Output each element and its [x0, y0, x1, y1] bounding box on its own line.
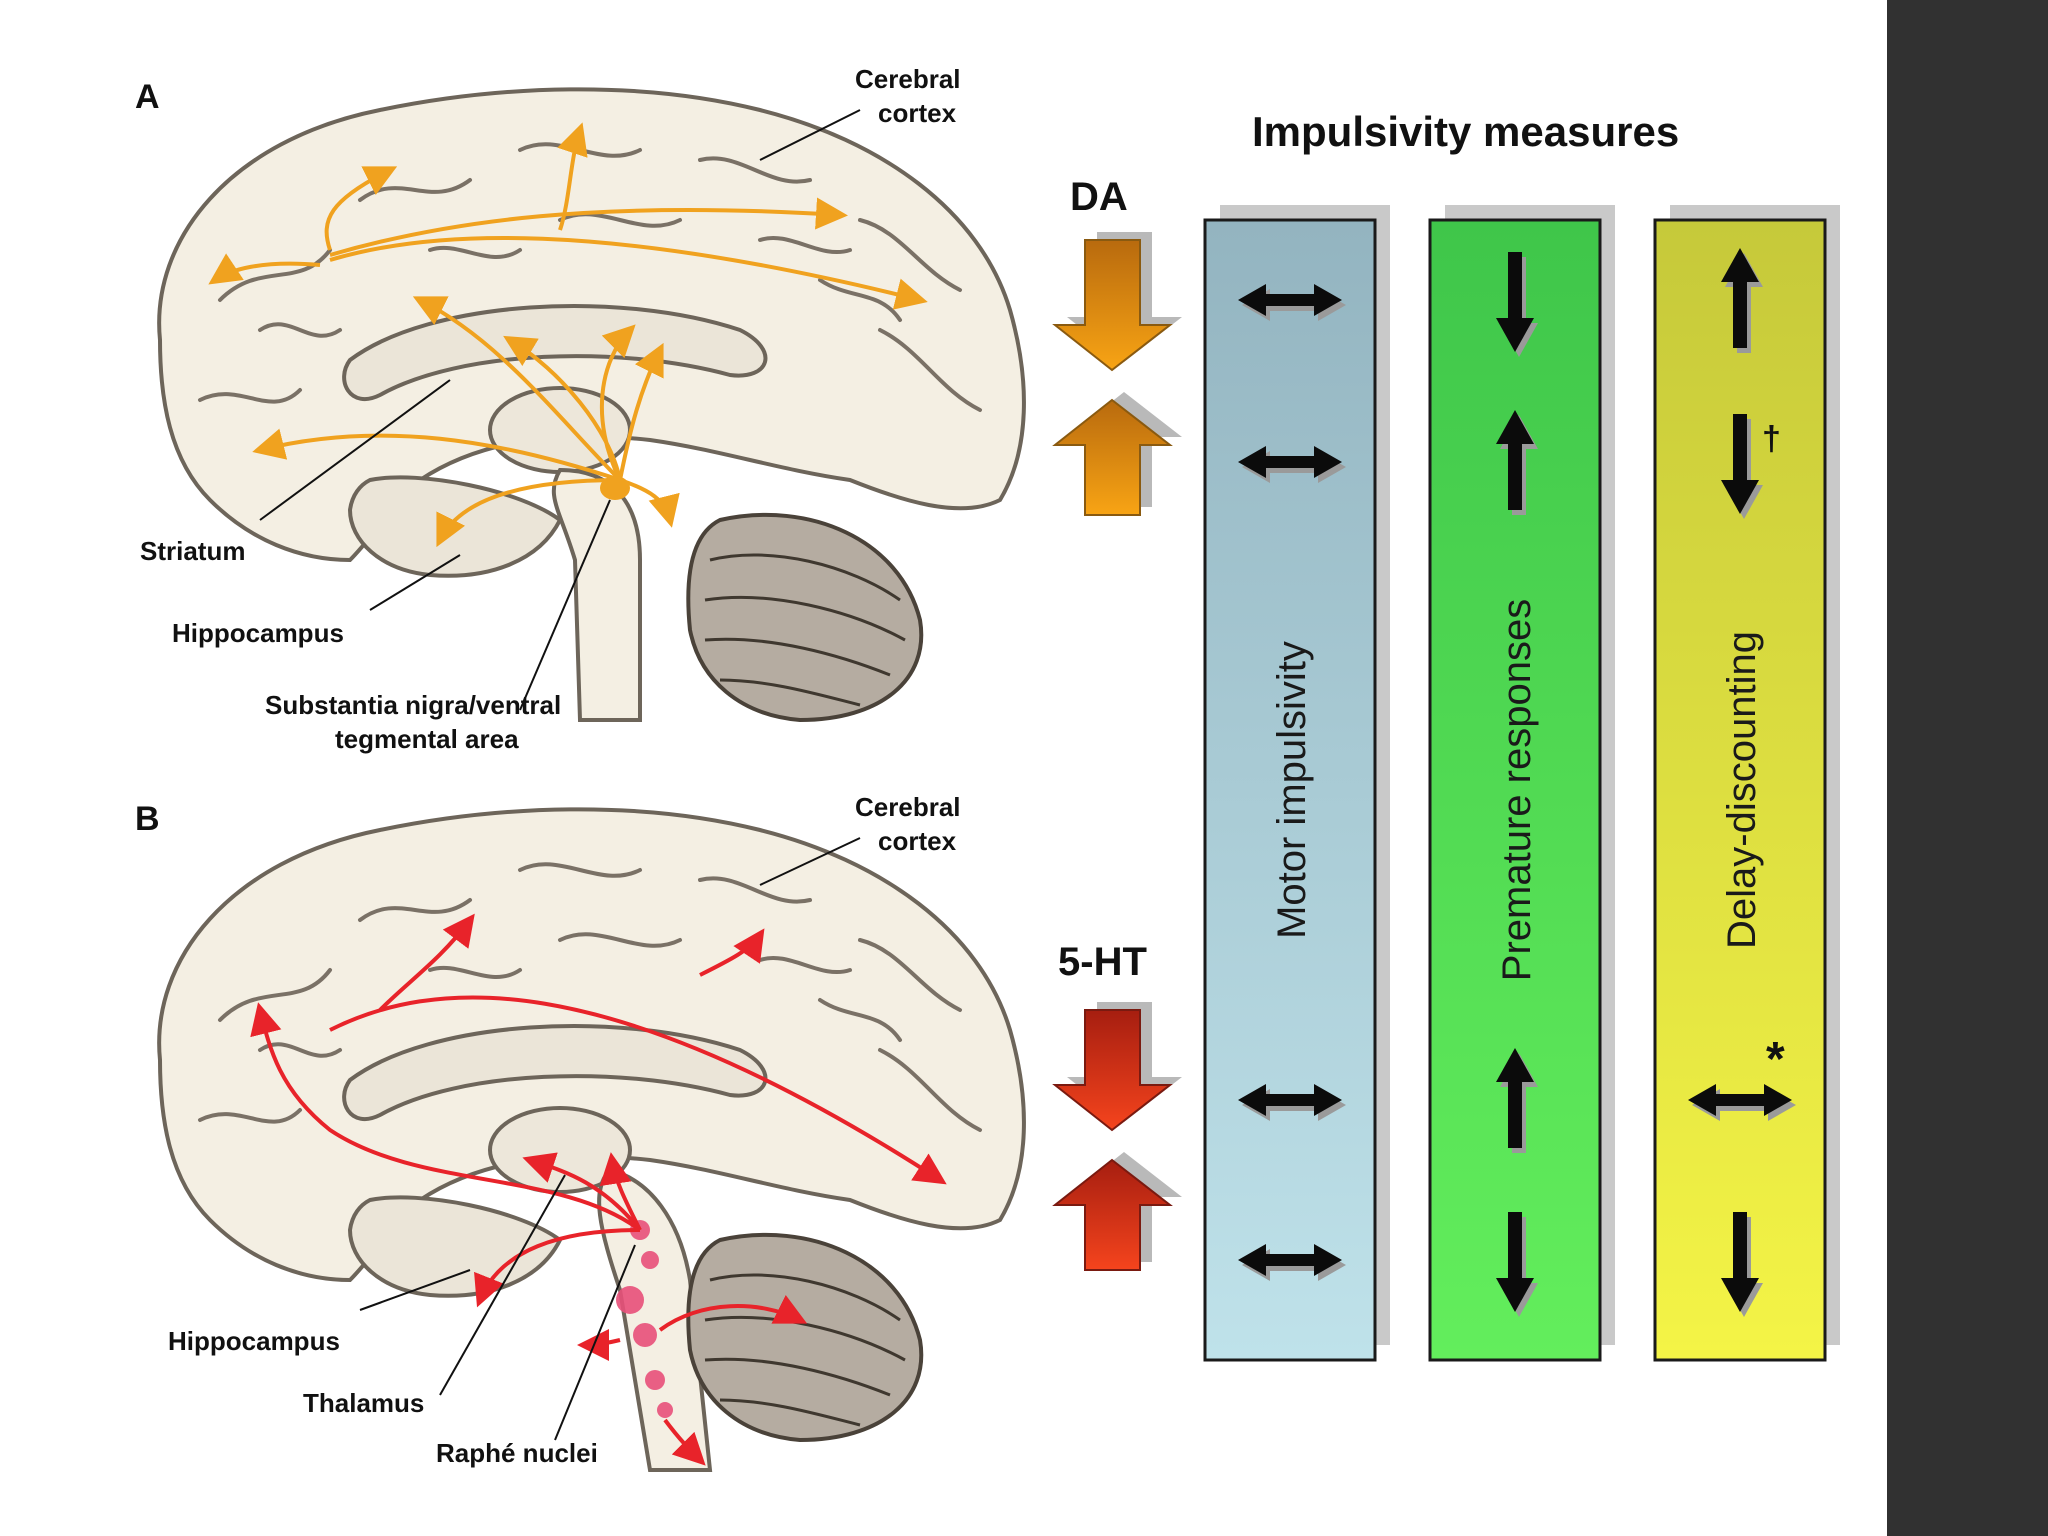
- cerebral-cortex-label-a-1: Cerebral: [855, 64, 961, 94]
- effect-arrow-down-icon: [1721, 1212, 1763, 1317]
- effect-arrow-up-icon: [1496, 1048, 1538, 1153]
- impulsivity-measures: Impulsivity measures DA 5-HT Mot: [1052, 108, 1840, 1362]
- effect-arrow-bidirectional-icon: [1238, 284, 1346, 321]
- asterisk-footnote-mark: *: [1766, 1033, 1785, 1086]
- da-increase-arrow: [1052, 392, 1182, 516]
- panel-a: A: [135, 64, 1026, 754]
- dark-side-panel: [1887, 0, 2048, 1536]
- cerebral-cortex-label-b-1: Cerebral: [855, 792, 961, 822]
- raphe-nuclei-label: Raphé nuclei: [436, 1438, 598, 1468]
- dagger-footnote-mark: †: [1762, 420, 1781, 458]
- da-label: DA: [1070, 175, 1128, 219]
- panel-a-letter: A: [135, 78, 160, 116]
- brain-a-illustration: [157, 87, 1026, 723]
- measures-title: Impulsivity measures: [1252, 108, 1679, 155]
- 5ht-increase-arrow: [1052, 1152, 1182, 1271]
- effect-arrow-bidirectional-icon: [1238, 1084, 1346, 1121]
- delay-discounting-column: [1653, 218, 1827, 1362]
- effect-arrow-bidirectional-icon: [1238, 446, 1346, 483]
- hippocampus-label-b: Hippocampus: [168, 1326, 340, 1356]
- da-decrease-arrow: [1052, 232, 1182, 372]
- panel-b: B: [135, 792, 1026, 1472]
- effect-arrow-bidirectional-icon: [1688, 1084, 1796, 1121]
- cerebral-cortex-label-a-2: cortex: [878, 98, 957, 128]
- effect-arrow-down-icon: [1496, 252, 1538, 357]
- premature-responses-label: Premature responses: [1495, 599, 1539, 981]
- motor-impulsivity-label: Motor impulsivity: [1270, 641, 1314, 939]
- effect-arrows: [1238, 248, 1796, 1317]
- panel-b-letter: B: [135, 800, 160, 838]
- delay-discounting-label: Delay-discounting: [1720, 631, 1764, 949]
- brain-b-illustration: [157, 807, 1026, 1472]
- cerebral-cortex-label-b-2: cortex: [878, 826, 957, 856]
- 5ht-label: 5-HT: [1058, 940, 1147, 984]
- effect-arrow-bidirectional-icon: [1238, 1244, 1346, 1281]
- effect-arrow-up-icon: [1496, 410, 1538, 515]
- motor-impulsivity-column: [1203, 218, 1377, 1362]
- effect-arrow-down-icon: [1496, 1212, 1538, 1317]
- hippocampus-label-a: Hippocampus: [172, 618, 344, 648]
- striatum-label: Striatum: [140, 536, 245, 566]
- effect-arrow-down-icon: [1721, 414, 1763, 519]
- 5ht-decrease-arrow: [1052, 1002, 1182, 1132]
- substantia-label-1: Substantia nigra/ventral: [265, 690, 561, 720]
- substantia-label-2: tegmental area: [335, 724, 519, 754]
- effect-arrow-up-icon: [1721, 248, 1763, 353]
- thalamus-label: Thalamus: [303, 1388, 424, 1418]
